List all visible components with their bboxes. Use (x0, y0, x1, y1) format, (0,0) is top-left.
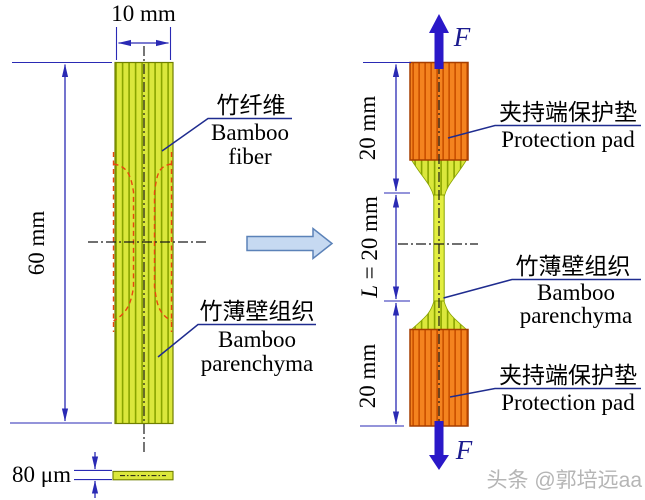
bottom-grip-dim-label: 20 mm (355, 344, 380, 409)
gauge-dim-label-rest: = 20 mm (357, 196, 382, 285)
force-label-top: F (453, 22, 471, 52)
parenchyma-left-label-zh: 竹薄壁组织 (200, 299, 315, 324)
parenchyma-callout-right: 竹薄壁组织 Bamboo parenchyma (443, 254, 641, 328)
fiber-label-en-line2: fiber (228, 144, 272, 169)
thickness-dimension: 80 μm (12, 452, 174, 498)
top-pad-callout: 夹持端保护垫 Protection pad (447, 100, 641, 152)
gauge-dimension: L = 20 mm (357, 194, 410, 302)
bamboo-strip-front-view (114, 61, 174, 425)
parenchyma-right-label-zh: 竹薄壁组织 (516, 254, 631, 279)
top-pad-label-en: Protection pad (501, 127, 635, 152)
fiber-label-en-line1: Bamboo (211, 120, 289, 145)
length-dimension: 60 mm (10, 61, 112, 424)
gauge-dim-label: L = 20 mm (357, 196, 382, 299)
top-grip-dim-label: 20 mm (355, 96, 380, 161)
bottom-grip-dimension: 20 mm (355, 302, 404, 427)
right-specimen-view: F F 20 mm L = 20 mm 20 mm 夹持端保护垫 Protect… (355, 14, 641, 470)
fiber-label-zh: 竹纤维 (217, 93, 286, 118)
fiber-callout: 竹纤维 Bamboo fiber (161, 93, 292, 169)
parenchyma-callout-left: 竹薄壁组织 Bamboo parenchyma (157, 299, 316, 376)
top-pad-label-zh: 夹持端保护垫 (499, 100, 637, 125)
bottom-pad-label-zh: 夹持端保护垫 (499, 363, 637, 388)
left-specimen-view: 10 mm 60 mm 80 μm 竹纤维 Bamboo fiber (10, 1, 316, 498)
force-up-arrow-icon (429, 14, 449, 69)
watermark-text: 头条 @郭培远aa (486, 469, 642, 492)
thickness-dim-label: 80 μm (12, 462, 71, 487)
gauge-dim-label-L: L (357, 285, 382, 299)
force-down-arrow-icon (429, 421, 449, 470)
width-dimension: 10 mm (111, 1, 176, 60)
parenchyma-right-label-en-line2: parenchyma (520, 303, 632, 328)
bottom-pad-label-en: Protection pad (501, 390, 635, 415)
transform-arrow-icon (246, 226, 334, 261)
top-grip-dimension: 20 mm (355, 61, 411, 194)
force-label-bottom: F (455, 435, 473, 465)
bottom-pad-callout: 夹持端保护垫 Protection pad (449, 363, 641, 415)
width-dim-label: 10 mm (111, 1, 176, 26)
parenchyma-left-label-en-line2: parenchyma (201, 351, 313, 376)
parenchyma-left-label-en-line1: Bamboo (218, 327, 296, 352)
parenchyma-right-label-en-line1: Bamboo (537, 280, 615, 305)
length-dim-label: 60 mm (24, 211, 49, 276)
